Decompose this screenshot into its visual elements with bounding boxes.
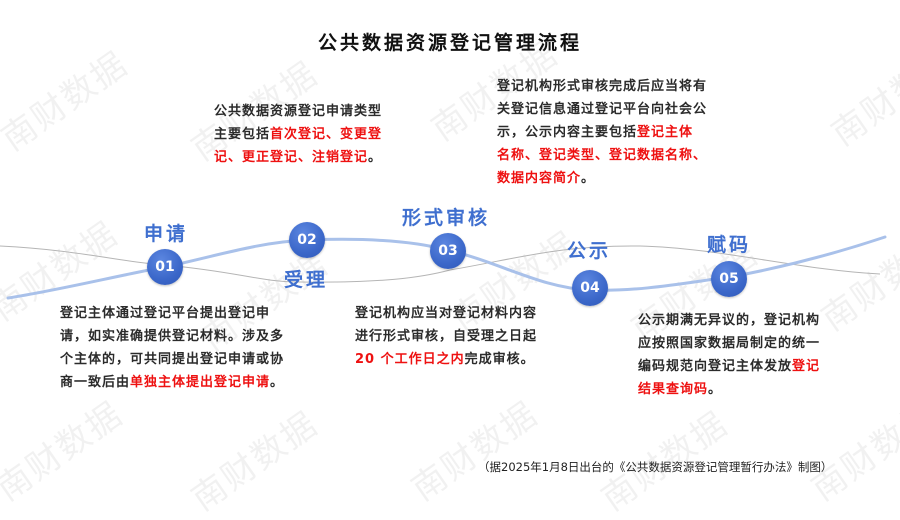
desc-code: 公示期满无异议的，登记机构应按照国家数据局制定的统一编码规范向登记主体发放登记结…	[638, 313, 821, 397]
step-label-code: 赋码	[707, 234, 752, 256]
step-label-apply: 申请	[144, 223, 189, 245]
desc-accept: 公共数据资源登记申请类型主要包括首次登记、变更登记、更正登记、注销登记。	[214, 104, 383, 165]
source-footnote: （据2025年1月8日出台的《公共数据资源登记管理暂行办法》制图）	[478, 460, 833, 474]
highlight-text: 单独主体提出登记申请	[130, 375, 271, 390]
step-label-publicity: 公示	[567, 240, 612, 262]
desc-publicity: 登记机构形式审核完成后应当将有关登记信息通过登记平台向社会公示，公示内容主要包括…	[497, 79, 708, 186]
step-label-accept: 受理	[284, 269, 329, 291]
page-title: 公共数据资源登记管理流程	[317, 32, 582, 54]
highlight-text: 登记主体名称、登记类型、登记数据名称、数据内容简介	[497, 125, 708, 186]
desc-apply: 登记主体通过登记平台提出登记申请，如实准确提供登记材料。涉及多个主体的，可共同提…	[60, 306, 285, 390]
step-node-04: 04	[572, 270, 608, 306]
step-node-02: 02	[289, 222, 325, 258]
step-node-03: 03	[430, 233, 466, 269]
step-node-05: 05	[711, 261, 747, 297]
step-label-review: 形式审核	[402, 207, 491, 229]
highlight-text: 20 个工作日之内	[355, 352, 465, 367]
desc-review: 登记机构应当对登记材料内容进行形式审核，自受理之日起 20 个工作日之内完成审核…	[355, 306, 538, 367]
highlight-text: 首次登记、变更登记、更正登记、注销登记	[214, 127, 383, 165]
highlight-text: 登记结果查询码	[638, 359, 821, 397]
step-node-01: 01	[147, 249, 183, 285]
